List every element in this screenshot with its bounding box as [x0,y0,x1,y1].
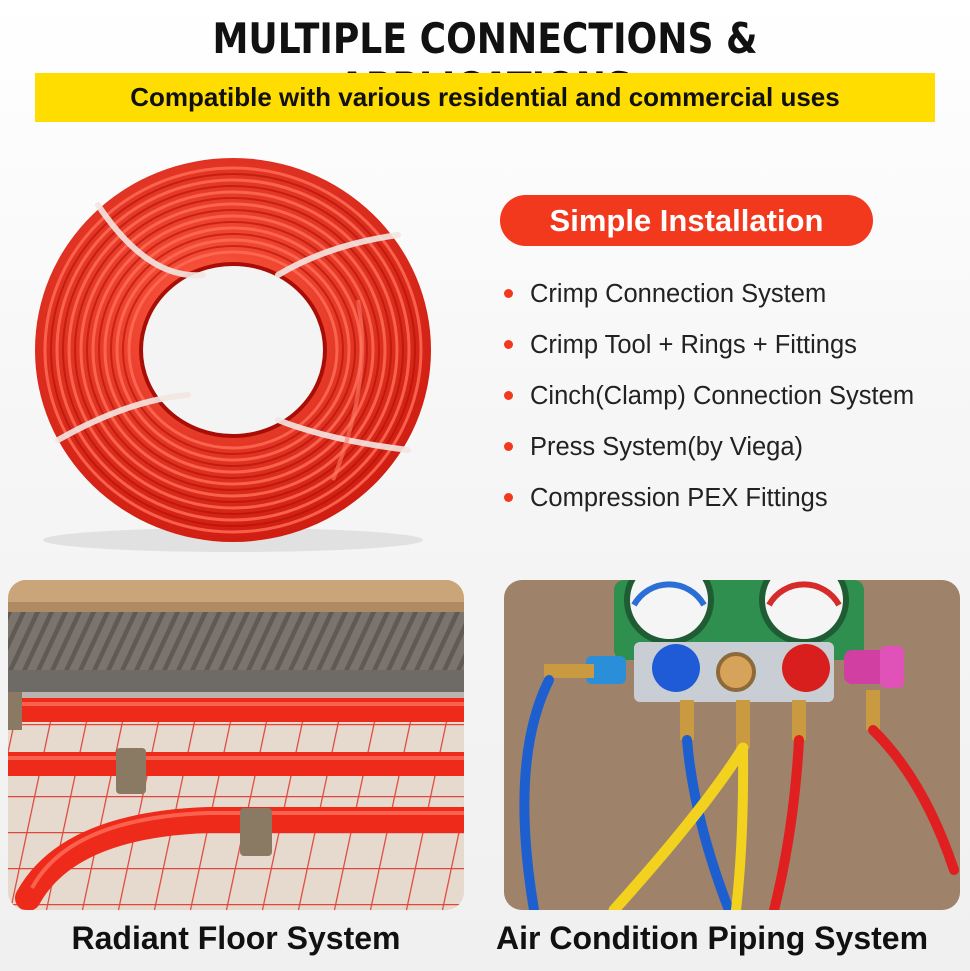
installation-feature-list: Crimp Connection System Crimp Tool + Rin… [500,272,970,527]
air-condition-manifold-photo [504,580,960,910]
list-item: Cinch(Clamp) Connection System [500,374,970,425]
list-item: Crimp Tool + Rings + Fittings [500,323,970,374]
air-condition-caption: Air Condition Piping System [496,920,929,956]
radiant-floor-photo [8,580,464,910]
bullet-icon [504,289,513,298]
subtitle-text: Compatible with various residential and … [130,82,840,112]
simple-installation-heading: Simple Installation [500,195,873,246]
pex-pipe-coil-image [28,150,448,555]
radiant-floor-caption: Radiant Floor System [71,920,401,956]
bullet-icon [504,442,513,451]
list-item: Crimp Connection System [500,272,970,323]
bullet-icon [504,340,513,349]
list-item: Press System(by Viega) [500,425,970,476]
bullet-icon [504,493,513,502]
bullet-icon [504,391,513,400]
subtitle-banner: Compatible with various residential and … [35,73,935,122]
list-item: Compression PEX Fittings [500,476,970,527]
